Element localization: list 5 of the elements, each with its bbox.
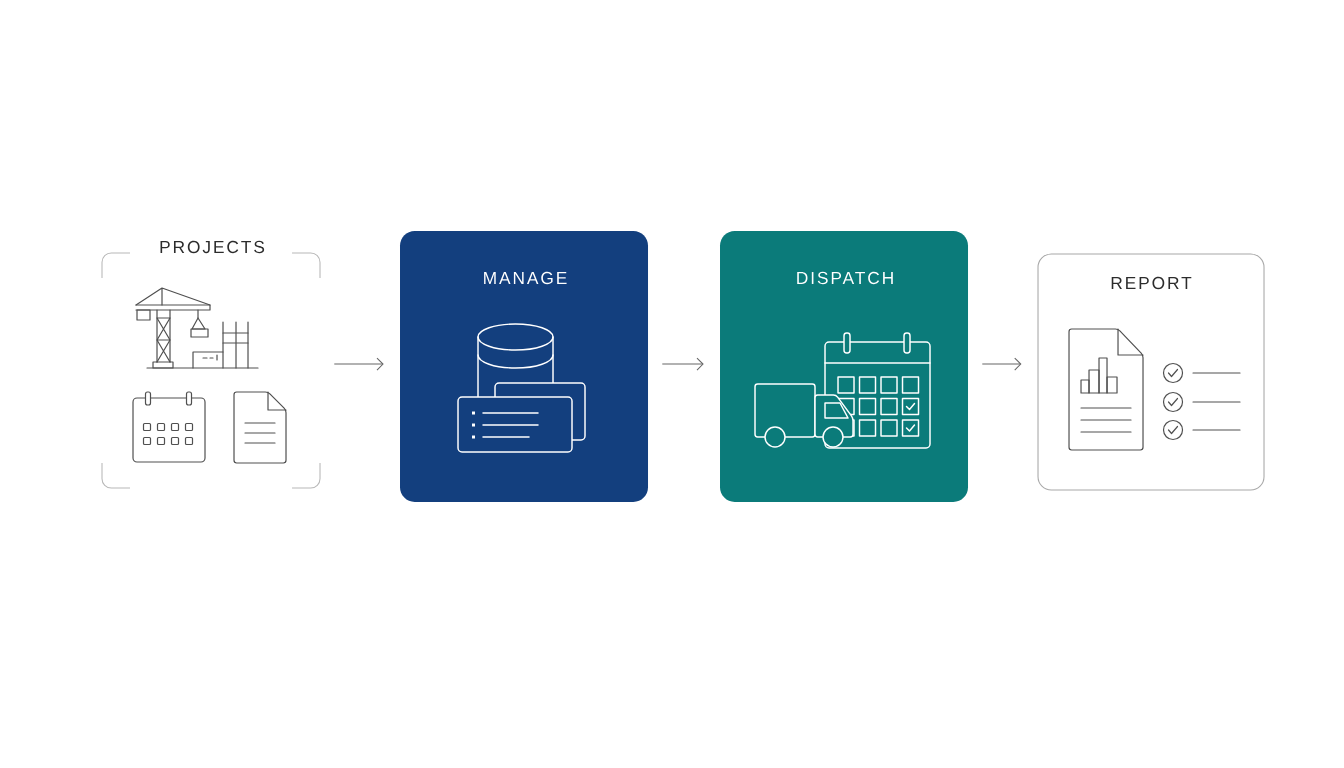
arrow <box>333 357 384 371</box>
bracket-frame: PROJECTS <box>101 240 321 489</box>
process-box: REPORT <box>1037 253 1265 491</box>
arrow <box>981 357 1022 371</box>
arrow <box>661 357 704 371</box>
